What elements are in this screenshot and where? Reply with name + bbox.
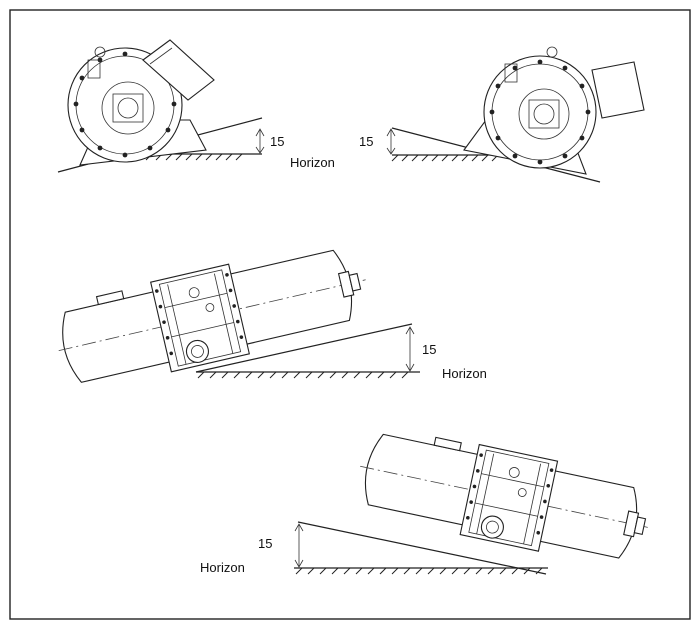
compressor-body-middle: [58, 249, 366, 383]
bottom-side-view: 15 Horizon: [200, 433, 648, 575]
middle-side-view: 15 Horizon: [58, 249, 487, 383]
horizon-label-middle: Horizon: [442, 366, 487, 381]
horizon-label-top-left: Horizon: [290, 155, 335, 170]
horizon-ground-middle: [196, 371, 420, 379]
angle-label-middle: 15: [422, 342, 436, 357]
angle-marker-middle: [405, 326, 415, 372]
compressor-end-top-right: [463, 46, 645, 175]
angle-label-top-right: 15: [359, 134, 373, 149]
top-right-end-view: 15: [359, 46, 645, 183]
compressor-body-bottom: [360, 433, 648, 559]
top-left-end-view: 15 Horizon: [57, 39, 335, 173]
horizon-ground-bottom: [294, 567, 548, 575]
angle-marker-top-left: [255, 128, 265, 154]
angle-marker-top-right: [386, 128, 396, 155]
compressor-end-top-left: [67, 39, 215, 166]
angle-label-bottom: 15: [258, 536, 272, 551]
horizon-ground-top-right: [391, 154, 502, 162]
angle-label-top-left: 15: [270, 134, 284, 149]
frame-border: [9, 9, 691, 620]
angle-marker-bottom: [294, 523, 304, 568]
horizon-label-bottom: Horizon: [200, 560, 245, 575]
